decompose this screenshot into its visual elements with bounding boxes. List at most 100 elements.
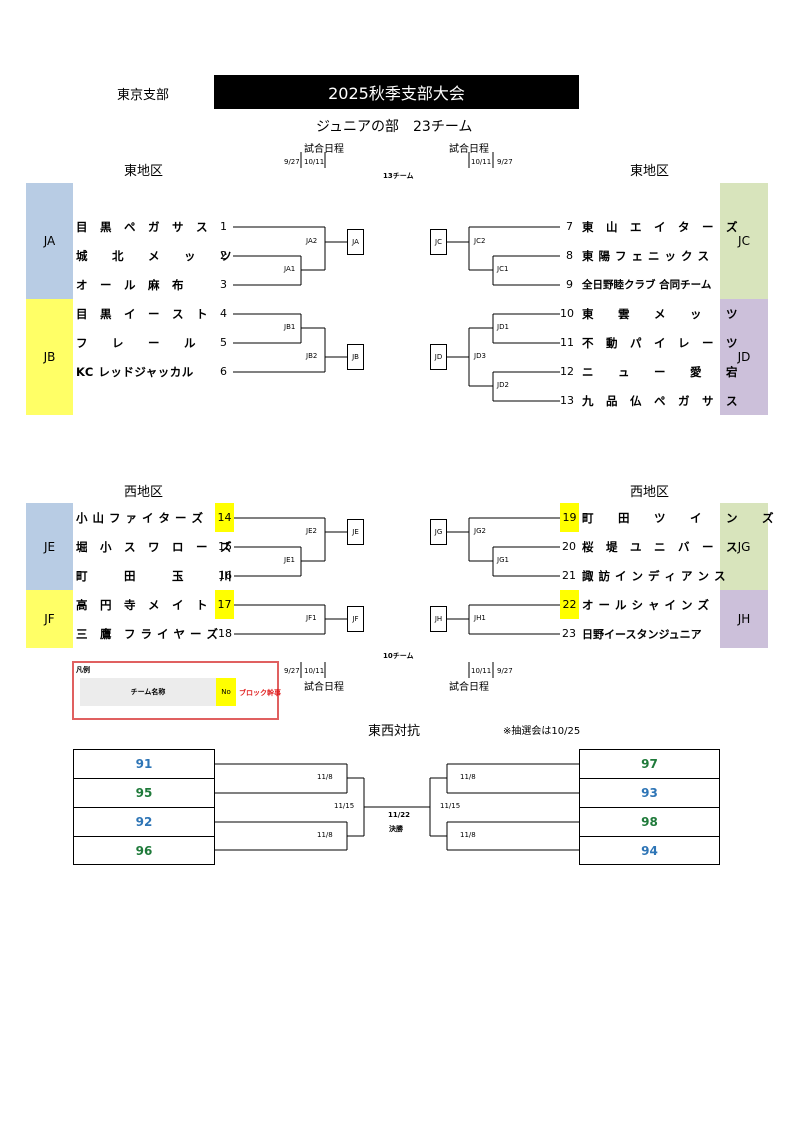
- block-jf: JF: [26, 590, 73, 648]
- team-name: 東 山 エ イ タ ー ズ: [582, 220, 738, 234]
- legend-no: No: [216, 678, 236, 706]
- block-winner-node: JB: [347, 344, 364, 370]
- team-number: 20: [562, 540, 576, 553]
- team-name: 町 田 玉 川: [76, 569, 232, 583]
- round-label: JE1: [284, 556, 295, 564]
- date-label: 9/27: [284, 158, 300, 166]
- date-label: 10/11: [471, 158, 492, 166]
- final-label: 決勝: [389, 825, 403, 833]
- team-name: 諏 訪 イ ン デ ィ ア ン ス: [582, 569, 727, 583]
- team-number: 6: [220, 365, 227, 378]
- date-label: 9/27: [497, 158, 513, 166]
- team-number: 12: [560, 365, 574, 378]
- team-name: 九 品 仏 ペ ガ サ ス: [582, 394, 738, 408]
- team-name: 三 鷹 フ ラ イ ヤ ー ズ: [76, 627, 219, 641]
- block-winner-node: JG: [430, 519, 447, 545]
- round-label: JD2: [497, 381, 509, 389]
- date-label: 10/11: [304, 667, 325, 675]
- team-number: 15: [218, 540, 232, 553]
- team-name: 東 雲 メ ッ ツ: [582, 307, 738, 321]
- west-label-left: 西地区: [124, 485, 164, 500]
- ew-left-slot: 92: [73, 807, 215, 837]
- team-name: 全日野睦クラブ 合同チーム: [582, 279, 712, 291]
- legend-leader: ブロック幹事: [239, 689, 281, 697]
- block-jc: JC: [720, 183, 768, 299]
- round-label: JC1: [497, 265, 509, 273]
- team-number: 13: [560, 394, 574, 407]
- division-subtitle: ジュニアの部 23チーム: [316, 119, 473, 135]
- team-number: 21: [562, 569, 576, 582]
- team-name: 城 北 メ ッ ツ: [76, 249, 232, 263]
- legend-title: 凡例: [76, 666, 90, 674]
- team-number: 23: [562, 627, 576, 640]
- round-label: JG1: [497, 556, 509, 564]
- team-name: 不 動 パ イ レ ー ツ: [582, 336, 738, 350]
- date-label: 11/8: [460, 773, 476, 781]
- legend-team-name: チーム名称: [80, 678, 216, 706]
- title-banner: 2025秋季支部大会: [214, 75, 579, 109]
- west-label-right: 西地区: [630, 485, 670, 500]
- date-label: 10/11: [304, 158, 325, 166]
- team-number: 11: [560, 336, 574, 349]
- legend-box: 凡例 チーム名称 No ブロック幹事: [72, 661, 281, 720]
- block-jd: JD: [720, 299, 768, 415]
- team-number: 9: [566, 278, 573, 291]
- team-number-leader: 17: [215, 590, 234, 619]
- ew-right-slot: 98: [579, 807, 720, 837]
- team-number: 7: [566, 220, 573, 233]
- team-number: 4: [220, 307, 227, 320]
- date-label: 11/8: [460, 831, 476, 839]
- team-name: 日野イースタンジュニア: [582, 628, 702, 641]
- date-label: 10/11: [471, 667, 492, 675]
- west-team-count: 10チーム: [383, 652, 414, 660]
- round-label: JD1: [497, 323, 509, 331]
- block-winner-node: JE: [347, 519, 364, 545]
- block-winner-node: JF: [347, 606, 364, 632]
- team-number: 1: [220, 220, 227, 233]
- block-jb: JB: [26, 299, 73, 415]
- team-name: 小 山 フ ァ イ タ ー ズ: [76, 511, 204, 525]
- round-label: JA2: [306, 237, 318, 245]
- branch-name: 東京支部: [117, 88, 170, 103]
- east-west-title: 東西対抗: [368, 724, 421, 739]
- team-name: 堀 小 ス ワ ロ ー ズ: [76, 540, 232, 554]
- schedule-label-east-right: 試合日程: [449, 144, 489, 155]
- round-label: JA1: [284, 265, 296, 273]
- round-label: JB1: [284, 323, 296, 331]
- team-name: 町 田 ツ イ ン ズ: [582, 511, 774, 525]
- tournament-title: 2025秋季支部大会: [328, 84, 465, 103]
- team-number: 8: [566, 249, 573, 262]
- team-name: 目 黒 ペ ガ サ ス: [76, 220, 208, 234]
- date-label: 11/8: [317, 773, 333, 781]
- team-name: オ ー ル 麻 布: [76, 278, 184, 292]
- date-label: 11/8: [317, 831, 333, 839]
- date-label: 9/27: [284, 667, 300, 675]
- date-label: 11/15: [334, 802, 355, 810]
- team-number: 16: [218, 569, 232, 582]
- block-ja: JA: [26, 183, 73, 299]
- ew-left-slot: 96: [73, 836, 215, 865]
- east-team-count: 13チーム: [383, 172, 414, 180]
- team-name: KC レッドジャッカル: [76, 365, 194, 379]
- block-je: JE: [26, 503, 73, 590]
- schedule-label-west-left: 試合日程: [304, 682, 344, 693]
- team-name: オ ー ル シ ャ イ ン ズ: [582, 598, 710, 612]
- date-label: 11/15: [440, 802, 461, 810]
- block-jg: JG: [720, 503, 768, 590]
- team-number-leader: 19: [560, 503, 579, 532]
- team-number-leader: 14: [215, 503, 234, 532]
- team-name: フ レ ー ル: [76, 336, 196, 350]
- final-date: 11/22: [388, 811, 411, 819]
- team-number: 18: [218, 627, 232, 640]
- team-number: 10: [560, 307, 574, 320]
- schedule-label-west-right: 試合日程: [449, 682, 489, 693]
- round-label: JD3: [474, 352, 486, 360]
- block-winner-node: JH: [430, 606, 447, 632]
- round-label: JG2: [474, 527, 486, 535]
- block-winner-node: JD: [430, 344, 447, 370]
- east-label-right: 東地区: [630, 164, 670, 179]
- team-name: ニ ュ ー 愛 宕: [582, 365, 738, 379]
- team-name: 目 黒 イ ー ス ト: [76, 307, 208, 321]
- team-name: 高 円 寺 メ イ ト: [76, 598, 208, 612]
